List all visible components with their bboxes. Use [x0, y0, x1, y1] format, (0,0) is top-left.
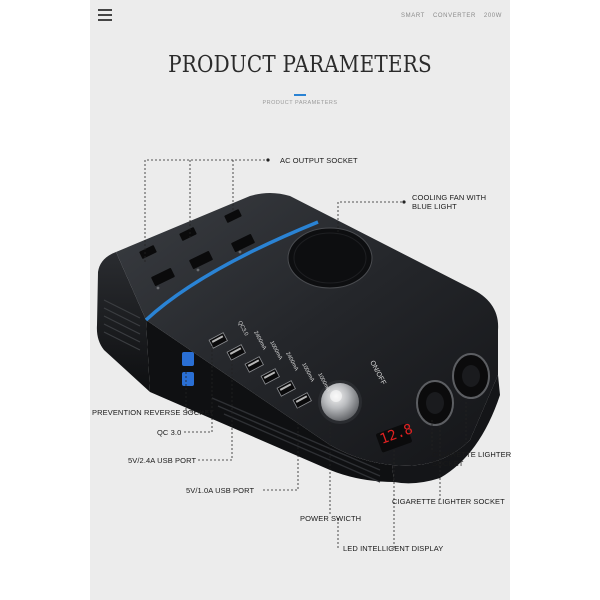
- label-prevention-reverse-socket: PREVENTION REVERSE SOCKET: [92, 408, 215, 417]
- label-usb-24a: 5V/2.4A USB PORT: [128, 456, 197, 465]
- product-page: [90, 0, 510, 600]
- title-underline: [294, 94, 306, 96]
- nav-converter[interactable]: CONVERTER: [432, 13, 476, 19]
- page-title: PRODUCT PARAMETERS: [168, 50, 432, 78]
- menu-icon[interactable]: [98, 9, 112, 21]
- label-usb-10a: 5V/1.0A USB PORT: [186, 486, 255, 495]
- label-cigarette-socket-2: CIGARETTE LIGHTER SOCKET: [392, 497, 505, 506]
- label-led-display: LED INTELLIGENT DISPLAY: [343, 544, 444, 553]
- nav-smart[interactable]: SMART: [401, 13, 425, 19]
- label-power-switch: POWER SWICTH: [300, 514, 362, 523]
- label-cooling-fan: COOLING FAN WITH BLUE LIGHT: [412, 193, 487, 211]
- nav-200w[interactable]: 200W: [483, 13, 502, 19]
- label-cigarette-socket-1: CIGARETTE LIGHTER SOCKET: [432, 450, 512, 468]
- top-nav: SMART CONVERTER 200W: [401, 13, 502, 19]
- label-ac-output-socket: AC OUTPUT SOCKET: [280, 156, 358, 165]
- label-qc30: QC 3.0: [157, 428, 182, 437]
- page-subtitle: PRODUCT PARAMETERS: [262, 100, 338, 106]
